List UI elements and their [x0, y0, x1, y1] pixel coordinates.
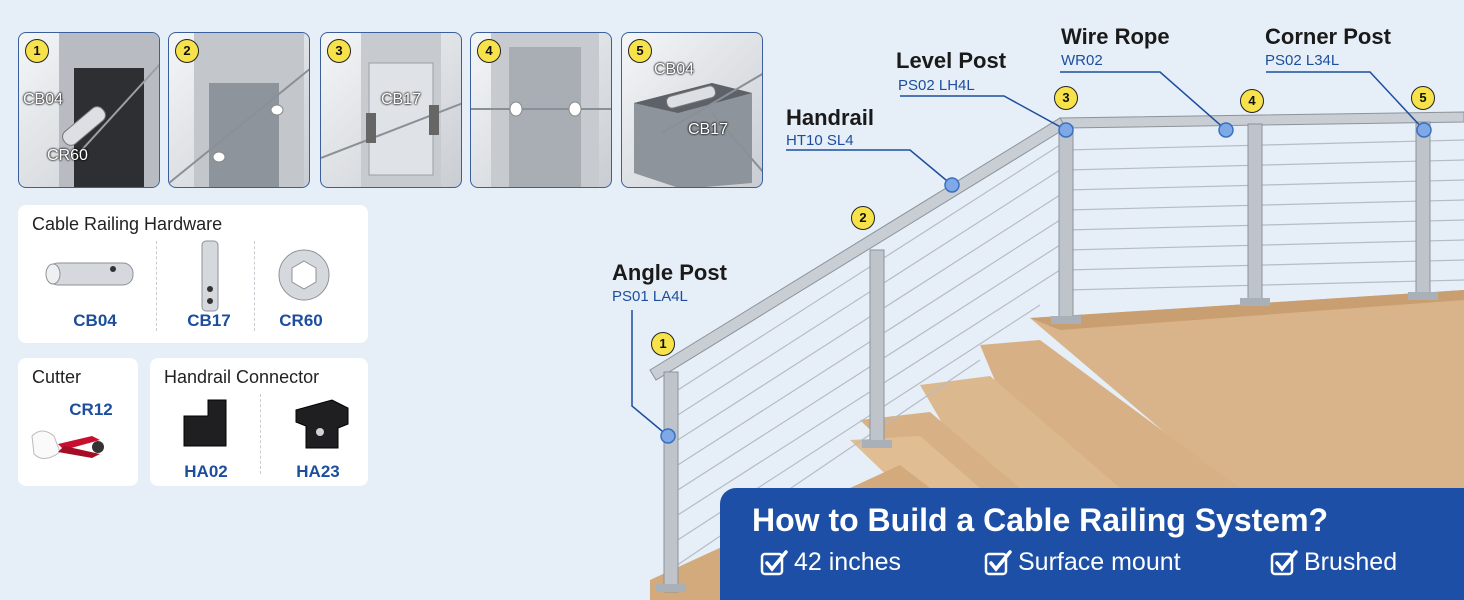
callout-handrail-name: Handrail	[786, 105, 875, 130]
cable-cutter-icon	[31, 430, 104, 459]
thumbnail-3: 3 CB17	[320, 32, 462, 188]
hardware-code: CB04	[73, 311, 117, 330]
thumbnail-number: 2	[175, 39, 199, 63]
feature-label: Brushed	[1304, 548, 1398, 576]
callout-number: 5	[1411, 86, 1435, 110]
thumbnail-4: 4	[470, 32, 612, 188]
info-banner: How to Build a Cable Railing System? 42 …	[720, 488, 1464, 600]
checkbox-check-icon	[760, 549, 788, 575]
thumbnail-label: CB17	[688, 121, 729, 138]
callout-angle-post-name: Angle Post	[612, 260, 727, 285]
callout-number: 2	[851, 206, 875, 230]
thumbnail-label: CR60	[47, 147, 88, 164]
callout-angle-post-code: PS01 LA4L	[612, 288, 688, 305]
cutter-code: CR12	[69, 400, 113, 419]
feature-label: 42 inches	[794, 548, 902, 576]
hardware-code: CR60	[279, 311, 323, 330]
callout-wire-rope-name: Wire Rope	[1061, 24, 1170, 49]
feature-label: Surface mount	[1018, 548, 1181, 576]
post-hole-illustration	[169, 33, 309, 187]
callout-number: 1	[651, 332, 675, 356]
cutter-card: Cutter CR12	[18, 358, 138, 486]
connector-code: HA02	[184, 462, 228, 481]
connector-card: Handrail Connector HA02 HA23	[150, 358, 368, 486]
callout-corner-post-code: PS02 L34L	[1265, 52, 1340, 69]
thumbnail-number: 5	[628, 39, 652, 63]
cable-tensioner-icon	[201, 240, 219, 312]
thumbnail-2: 2	[168, 32, 310, 188]
thumbnail-label: CB04	[23, 91, 64, 108]
thumbnail-1: 1 CB04 CR60	[18, 32, 160, 188]
callout-handrail-code: HT10 SL4	[786, 132, 854, 149]
corner-post-illustration	[634, 73, 762, 187]
level-post-illustration	[471, 33, 611, 187]
callout-number: 4	[1240, 89, 1264, 113]
connector-card-title: Handrail Connector	[164, 367, 320, 387]
hardware-divider	[156, 241, 157, 331]
thumbnail-number: 3	[327, 39, 351, 63]
feature-height: 42 inches	[760, 548, 901, 577]
callout-wire-rope-code: WR02	[1061, 52, 1103, 69]
hardware-card: Cable Railing Hardware CB04 CB17 CR60	[18, 205, 368, 343]
hardware-card-title: Cable Railing Hardware	[32, 214, 223, 234]
connector-code: HA23	[296, 462, 340, 481]
thumbnail-label: CB04	[654, 61, 695, 78]
thumbnail-number: 4	[477, 39, 501, 63]
callout-number: 3	[1054, 86, 1078, 110]
connector-divider	[260, 394, 261, 474]
callout-level-post-code: PS02 LH4L	[898, 77, 975, 94]
banner-title: How to Build a Cable Railing System?	[752, 502, 1329, 538]
connector-block-icon	[183, 399, 227, 447]
hardware-divider	[254, 241, 255, 331]
thumbnail-label: CB17	[381, 91, 422, 108]
feature-mount: Surface mount	[984, 548, 1181, 577]
connector-clip-icon	[295, 399, 349, 449]
washer-icon	[278, 249, 330, 301]
cable-end-fitting-icon	[45, 262, 134, 286]
callout-level-post-name: Level Post	[896, 48, 1007, 73]
callout-corner-post-name: Corner Post	[1265, 24, 1391, 49]
checkbox-check-icon	[1270, 549, 1298, 575]
hardware-code: CB17	[187, 311, 231, 330]
end-fitting-illustration	[59, 33, 159, 187]
thumbnail-5: 5 CB04 CB17	[621, 32, 763, 188]
railing-scene-illustration	[631, 71, 1464, 600]
checkbox-check-icon	[984, 549, 1012, 575]
thumbnail-number: 1	[25, 39, 49, 63]
feature-finish: Brushed	[1270, 548, 1397, 577]
cutter-card-title: Cutter	[32, 367, 82, 387]
tensioner-illustration	[321, 33, 461, 187]
